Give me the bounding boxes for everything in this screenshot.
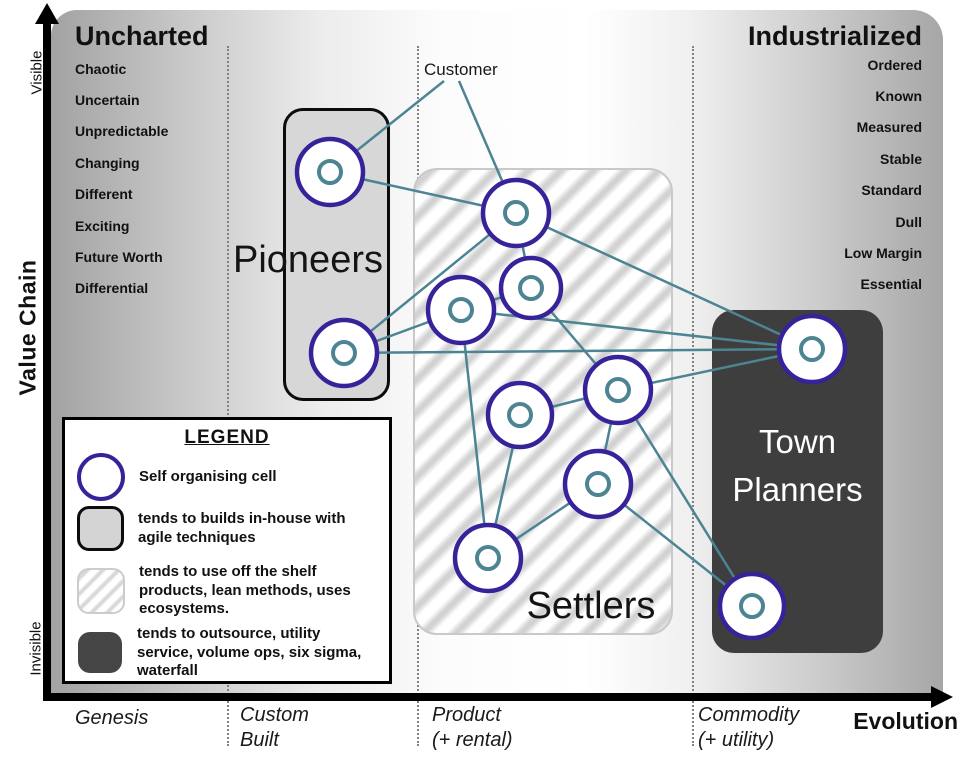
settlers-label: Settlers [526,585,656,627]
stage-label-commodity: Commodity (+ utility) [698,703,799,753]
self-organising-cell-icon [77,453,125,501]
stage-label-line: Built [240,729,279,751]
x-axis [43,693,933,701]
stage-label-custom-built: Custom Built [240,703,309,753]
uncharted-item: Uncertain [75,92,140,109]
uncharted-item: Different [75,186,133,203]
town-planners-label-line2: Planners [732,471,863,508]
stage-label-line: Commodity [698,704,800,726]
industrialized-item: Essential [860,276,922,293]
stage-label-line: Custom [240,704,309,726]
legend-panel: LEGEND Self organising cell tends to bui… [62,417,392,684]
industrialized-heading: Industrialized [747,21,922,51]
x-axis-arrow-icon [931,686,953,708]
uncharted-item: Unpredictable [75,123,169,140]
legend-row: tends to use off the shelf products, lea… [77,563,381,619]
stage-label-line: Product [432,704,501,726]
stage-label-genesis: Genesis [75,706,148,731]
legend-item-text: tends to outsource, utility service, vol… [137,625,362,679]
pioneers-label: Pioneers [233,239,383,281]
uncharted-item: Chaotic [75,60,127,77]
uncharted-item: Differential [75,280,149,297]
stage-divider-commodity [692,46,694,746]
industrialized-item: Dull [895,213,922,230]
legend-item-text: tends to use off the shelf products, lea… [139,563,351,617]
uncharted-item: Changing [75,154,140,171]
stage-label-line: (+ utility) [698,729,775,751]
y-axis-bottom-label: Invisible [27,621,45,676]
outsource-box-icon [77,632,123,674]
legend-row: tends to outsource, utility service, vol… [77,625,379,681]
in-house-box-icon [77,506,124,551]
industrialized-item: Measured [856,119,922,136]
legend-title: LEGEND [184,427,270,448]
y-axis [43,20,51,700]
off-the-shelf-box-icon [77,567,125,614]
town-planners-label-line1: Town [758,423,837,460]
legend-item-text: Self organising cell [139,467,277,485]
stage-divider-custom-built [227,46,229,746]
industrialized-item: Stable [879,150,922,167]
settlers-box [413,168,673,635]
industrialized-item: Standard [861,182,922,199]
industrialized-item: Ordered [867,56,922,73]
industrialized-item: Low Margin [844,245,922,262]
legend-row: Self organising cell [77,453,381,501]
industrialized-list: Ordered Known Measured Stable Standard D… [844,49,922,300]
stage-label-product: Product (+ rental) [432,703,513,753]
legend-row: tends to builds in-house with agile tech… [77,506,380,551]
stage-label-line: (+ rental) [432,729,513,751]
x-axis-label: Evolution [853,708,958,734]
industrialized-item: Known [875,88,922,105]
legend-item-text: tends to builds in-house with agile tech… [138,510,346,546]
y-axis-arrow-icon [35,3,59,24]
uncharted-list: Chaotic Uncertain Unpredictable Changing… [75,53,168,304]
y-axis-top-label: Visible [28,50,46,95]
uncharted-item: Future Worth [75,249,163,266]
town-planners-label: Town Planners [712,418,883,514]
uncharted-item: Exciting [75,217,130,234]
uncharted-heading: Uncharted [75,21,209,51]
y-axis-label: Value Chain [14,259,41,396]
stage-label-line: Genesis [75,707,149,729]
customer-label: Customer [424,60,498,79]
